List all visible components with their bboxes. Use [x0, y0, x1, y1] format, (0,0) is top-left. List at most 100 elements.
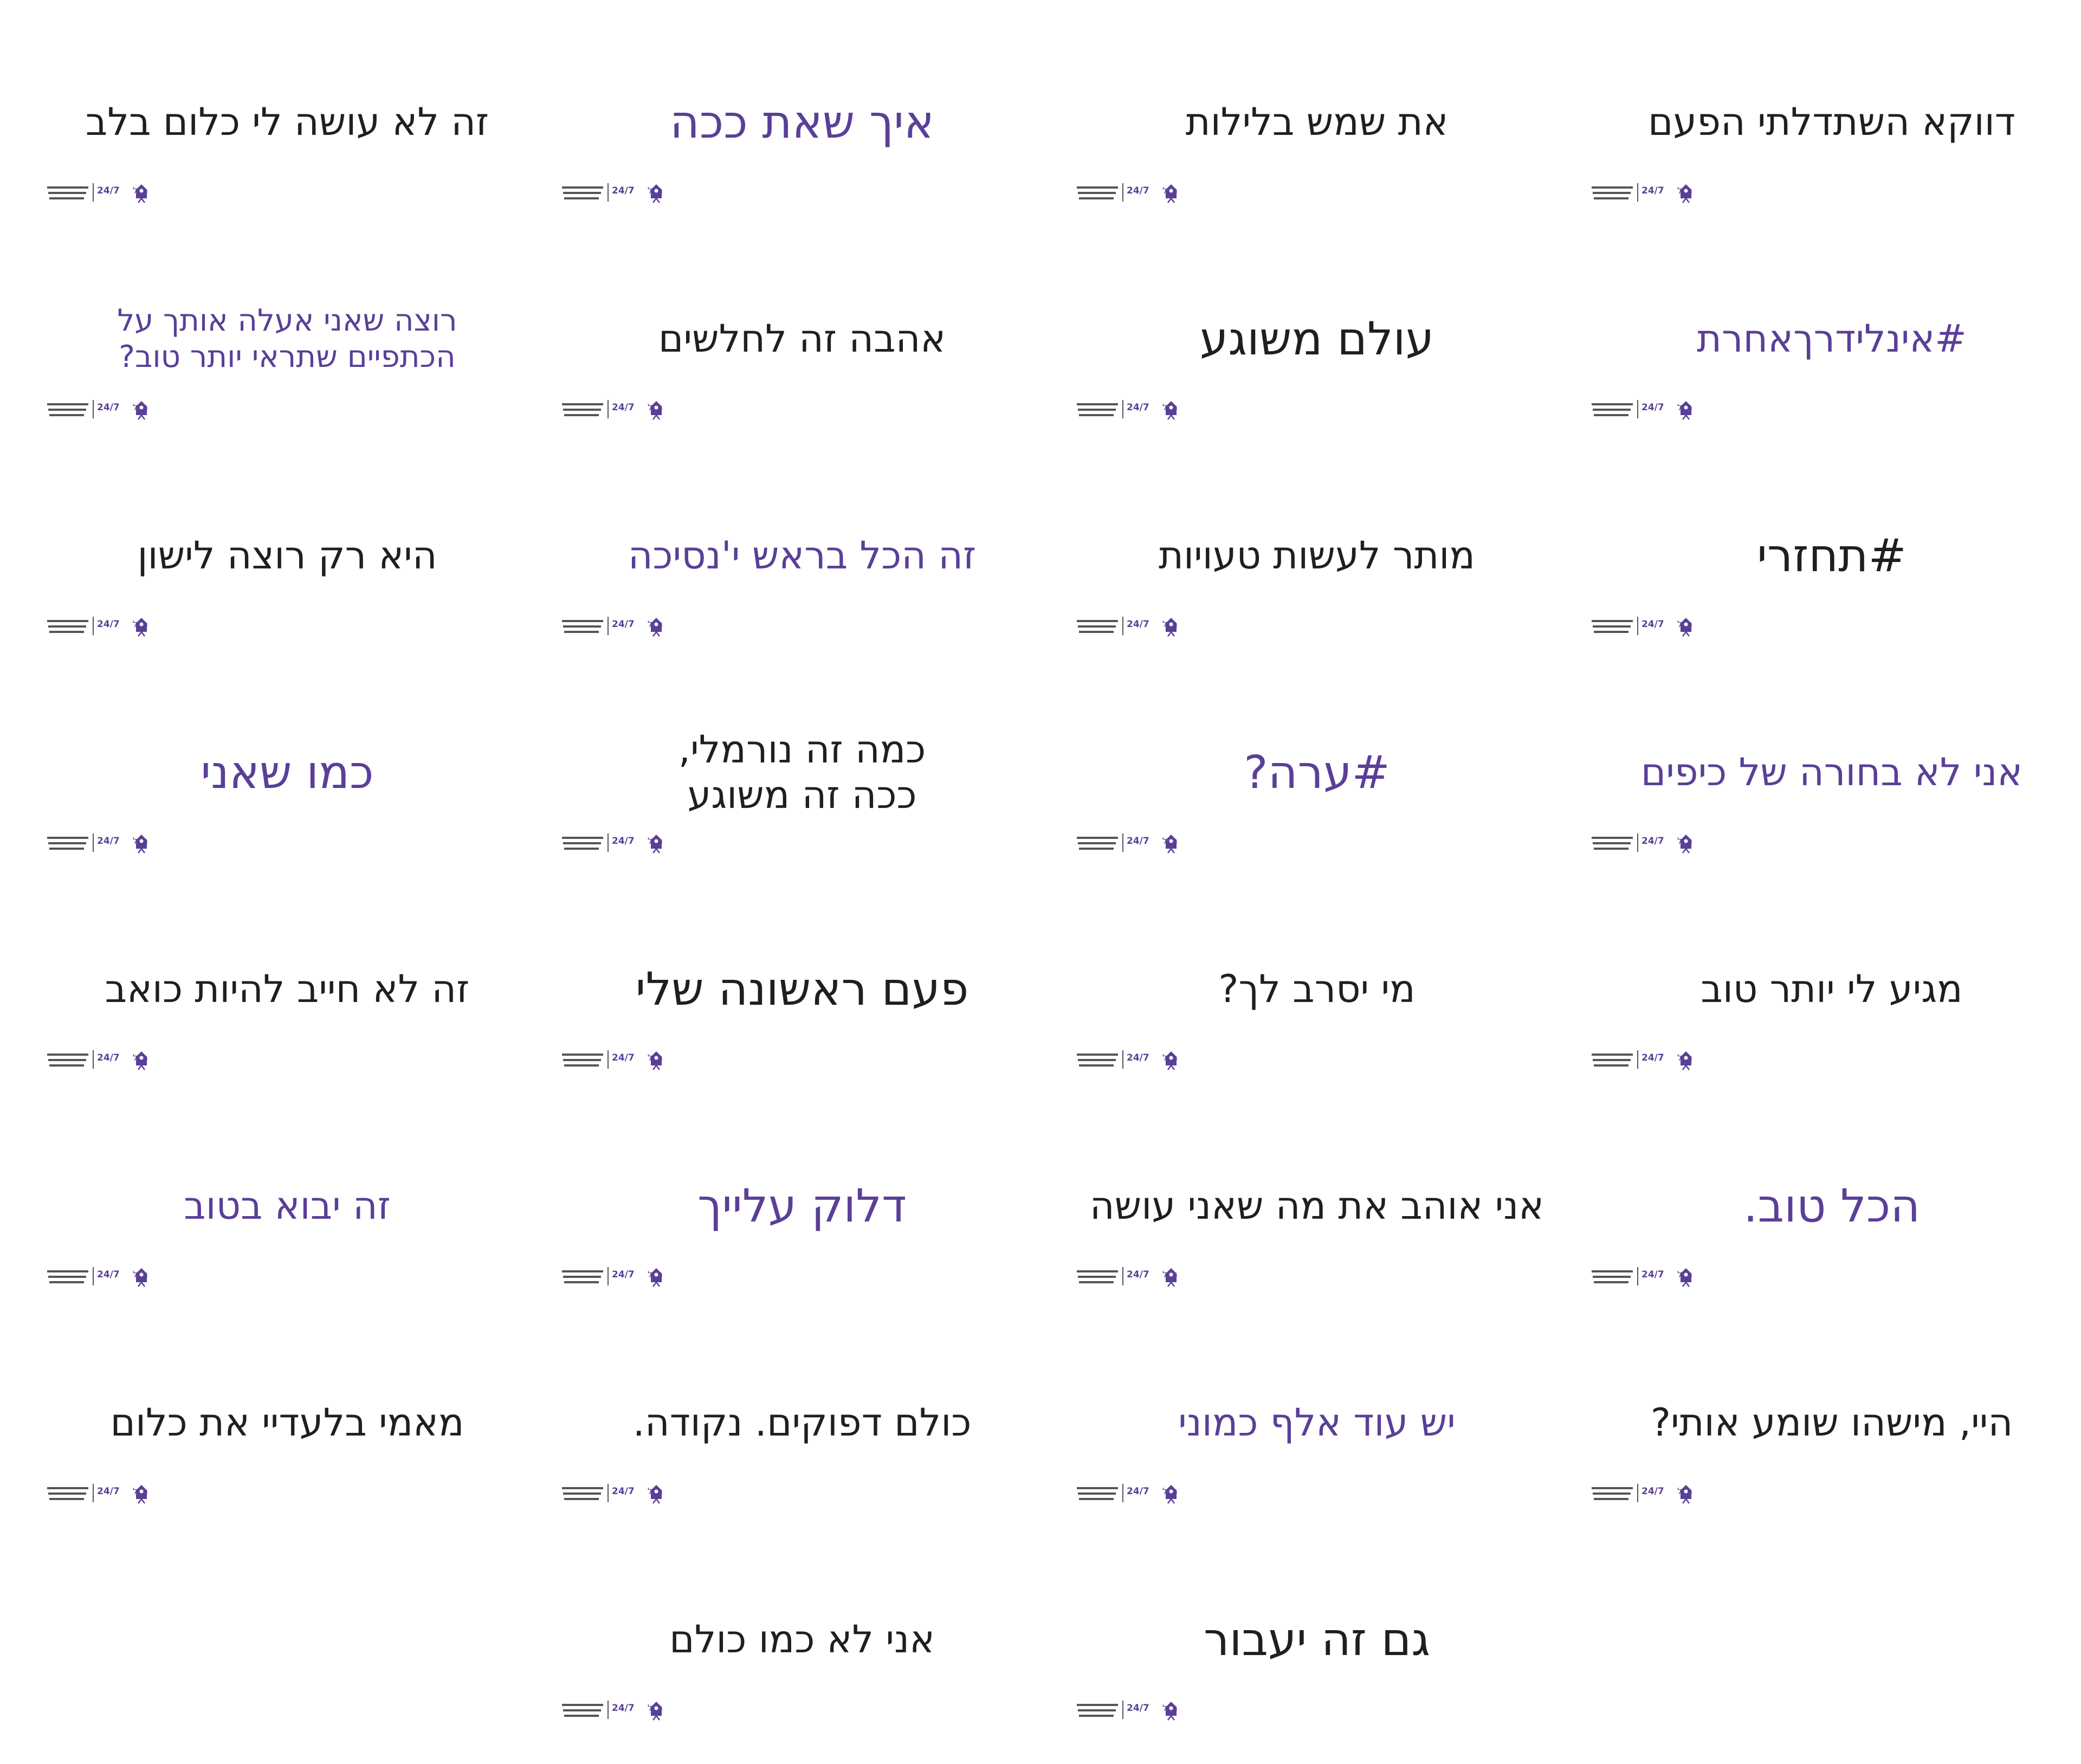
logo-divider — [1122, 400, 1123, 418]
logo-divider — [1637, 183, 1638, 202]
logo-tagline-line — [1078, 409, 1116, 411]
house-person-icon — [136, 401, 147, 420]
phrase-text: אהבה זה לחלשים — [658, 316, 946, 361]
logo-tagline-line — [49, 1064, 84, 1067]
logo-tagline-line — [563, 1709, 601, 1711]
house-person-icon — [651, 1702, 662, 1721]
logo-tagline-line — [562, 620, 603, 622]
logo-24-7: 24/7 — [1641, 185, 1664, 196]
house-person-icon — [1166, 618, 1177, 637]
phrase-text: כמה זה נורמלי, ככה זה משוגע — [678, 727, 926, 817]
phrase-text: פעם ראשונה שלי — [635, 962, 969, 1016]
logo-tagline-line — [1079, 1281, 1114, 1283]
logo-tagline-line — [49, 414, 84, 416]
logo-divider — [93, 1484, 94, 1502]
logo-24-7: 24/7 — [1127, 402, 1149, 413]
logo-divider — [1637, 1484, 1638, 1502]
logo-tagline-line — [1078, 192, 1116, 194]
logo-tagline-line — [1592, 837, 1633, 839]
logo-tagline-line — [563, 409, 601, 411]
logo-tagline-line — [47, 837, 88, 839]
logo-tagline-line — [563, 1059, 601, 1061]
logo-divider — [1122, 1484, 1123, 1502]
phrase-text: היא רק רוצה לישון — [137, 533, 437, 578]
logo-tagline-line — [1592, 1487, 1633, 1489]
logo-tagline-line — [1077, 1704, 1118, 1706]
phrase-text: דלוק עלייך — [697, 1179, 907, 1232]
logo-tagline-line — [1594, 197, 1628, 199]
phrase-text: #תחזרי — [1757, 528, 1906, 582]
logo-tagline-line — [1594, 1064, 1628, 1067]
logo-24-7: 24/7 — [1641, 836, 1664, 847]
phrase-card: רוצה שאני אעלה אותך על הכתפיים שתראי יות… — [43, 271, 531, 455]
logo-24-7: 24/7 — [97, 619, 120, 630]
phrase-text: איך שאת ככה — [669, 95, 935, 148]
logo-tagline-line — [47, 186, 88, 189]
logo-divider — [1637, 1267, 1638, 1285]
logo-24-7: 24/7 — [1641, 1052, 1664, 1063]
logo-divider — [1637, 617, 1638, 635]
logo-divider — [1122, 1701, 1123, 1719]
logo-tagline-line — [564, 1498, 599, 1500]
house-person-icon — [1166, 1702, 1177, 1721]
logo-24-7: 24/7 — [612, 1269, 635, 1280]
logo-tagline-line — [563, 1276, 601, 1278]
logo-tagline-line — [1077, 1270, 1118, 1272]
logo-divider — [1122, 1050, 1123, 1069]
logo-tagline-line — [1593, 192, 1631, 194]
logo-divider — [608, 1050, 609, 1069]
logo-tagline-line — [1078, 1059, 1116, 1061]
logo-24-7: 24/7 — [612, 836, 635, 847]
logo-tagline-line — [1592, 1054, 1633, 1056]
logo-tagline-line — [563, 842, 601, 844]
logo-divider — [1122, 617, 1123, 635]
phrase-text: זה הכל בראש י'נסיכה — [628, 533, 977, 578]
logo-tagline-line — [1078, 625, 1116, 628]
logo-tagline-line — [564, 848, 599, 850]
logo-tagline-line — [562, 1270, 603, 1272]
logo-24-7: 24/7 — [612, 1052, 635, 1063]
logo-24-7: 24/7 — [1127, 185, 1149, 196]
phrase-text: #אינלידרךאחרת — [1697, 316, 1967, 361]
house-person-icon — [651, 401, 662, 420]
phrase-text: הכל טוב. — [1743, 1179, 1921, 1232]
logo-tagline-line — [1593, 625, 1631, 628]
logo-tagline-line — [1593, 842, 1631, 844]
house-person-icon — [651, 1485, 662, 1504]
logo-tagline-line — [1594, 631, 1628, 633]
logo-tagline-line — [48, 1492, 86, 1495]
logo-24-7: 24/7 — [97, 836, 120, 847]
house-person-icon — [1166, 1485, 1177, 1504]
logo-tagline-line — [1079, 414, 1114, 416]
logo-tagline-line — [1593, 1276, 1631, 1278]
logo-tagline-line — [1594, 848, 1628, 850]
phrase-text: גם זה יעבור — [1204, 1612, 1430, 1666]
house-person-icon — [136, 184, 147, 203]
house-person-icon — [651, 1051, 662, 1070]
logo-24-7: 24/7 — [1127, 1703, 1149, 1714]
logo-tagline-line — [564, 1281, 599, 1283]
